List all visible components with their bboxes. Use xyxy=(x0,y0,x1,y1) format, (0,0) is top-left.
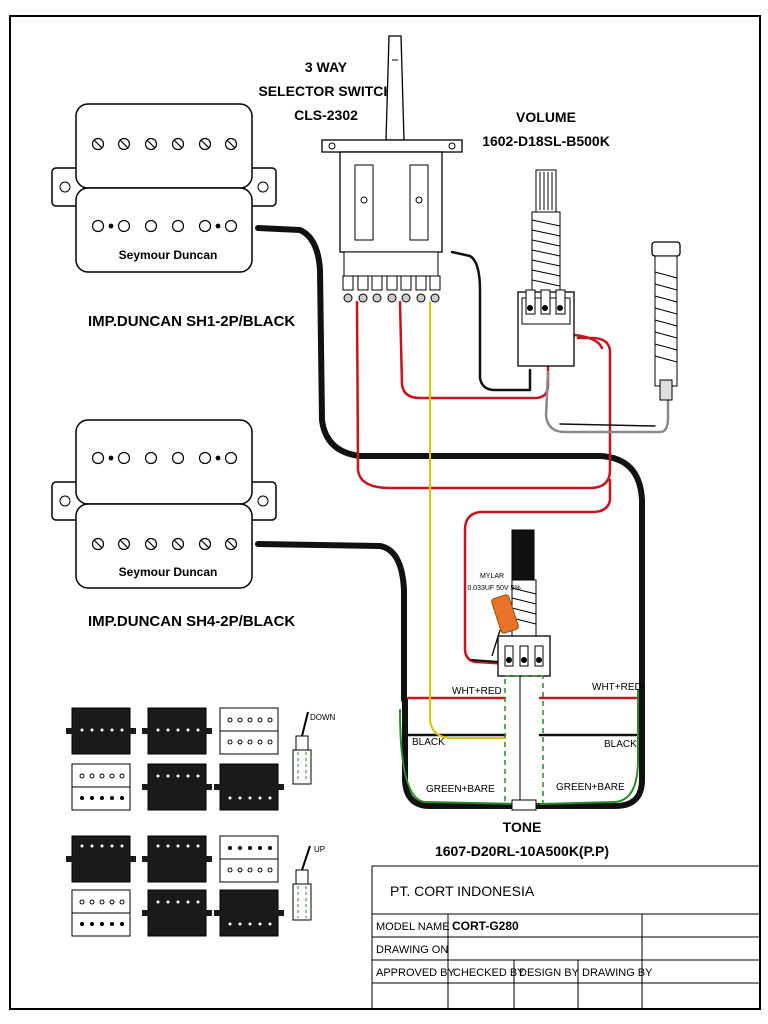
company-name: PT. CORT INDONESIA xyxy=(390,883,535,899)
volume-label-1: VOLUME xyxy=(516,109,576,125)
switch-label-2: SELECTOR SWITCH xyxy=(258,83,393,99)
wires xyxy=(255,225,670,809)
volume-bushing xyxy=(531,211,561,293)
approved-by-label: APPROVED BY xyxy=(376,967,456,979)
switch-red-wire xyxy=(355,300,612,490)
legend-hb-dark-7 xyxy=(66,835,136,883)
neck-pickup-model: IMP.DUNCAN SH1-2P/BLACK xyxy=(88,313,295,330)
switch-yellow-wire xyxy=(429,301,506,739)
bridge-pole-row-bottom xyxy=(91,537,238,551)
legend-hb-light-3 xyxy=(219,707,279,755)
green-bare-label-left: GREEN+BARE xyxy=(426,784,495,795)
jack-hot-wire xyxy=(559,423,656,427)
switch-label-1: 3 WAY xyxy=(305,59,348,75)
bridge-mount-screw-right xyxy=(257,495,269,507)
switch-black-wire xyxy=(450,250,532,392)
mylar-capacitor[interactable] xyxy=(491,594,519,657)
legend-hb-dark-5 xyxy=(142,763,212,811)
drawing-on-label: DRAWING ON xyxy=(376,944,448,956)
wht-red-label-right: WHT+RED xyxy=(592,682,642,693)
legend-up-label: UP xyxy=(314,845,325,854)
tone-ground-lug xyxy=(504,675,544,805)
tone-pot[interactable] xyxy=(497,529,551,811)
legend-hb-dark-2 xyxy=(142,707,212,755)
green-bare-wire-left xyxy=(399,709,521,805)
black-label-left: BLACK xyxy=(412,737,445,748)
wht-red-label-left: WHT+RED xyxy=(452,686,502,697)
legend-switch-up-icon xyxy=(292,845,312,921)
drawing-by-label: DRAWING BY xyxy=(582,967,653,979)
switch-terminals xyxy=(342,275,441,303)
neck-pickup-brand: Seymour Duncan xyxy=(119,248,218,262)
bridge-mount-screw-left xyxy=(59,495,71,507)
bridge-pickup-brand: Seymour Duncan xyxy=(119,565,218,579)
tone-knob-shaft xyxy=(511,529,535,581)
bridge-pickup[interactable]: Seymour Duncan xyxy=(51,419,277,589)
tone-black-lead xyxy=(471,659,501,663)
volume-red-wire xyxy=(573,333,604,350)
tone-red-wire xyxy=(463,478,612,666)
model-name-value: CORT-G280 xyxy=(452,919,519,933)
legend-down-label: DOWN xyxy=(310,713,336,722)
neck-pickup[interactable]: Seymour Duncan xyxy=(51,103,277,273)
design-by-label: DESIGN BY xyxy=(519,967,580,979)
legend-hb-light-9 xyxy=(219,835,279,883)
bridge-pickup-cable xyxy=(255,541,407,703)
green-bare-wire-right xyxy=(539,689,639,805)
legend-hb-dark-1 xyxy=(66,707,136,755)
jack-shield-wire xyxy=(544,370,670,434)
legend-hb-dark-11 xyxy=(142,889,212,937)
capacitor-label-1: MYLAR xyxy=(480,573,504,580)
neck-mount-screw-right xyxy=(257,181,269,193)
switch-lever xyxy=(385,35,405,141)
volume-knob-shaft xyxy=(535,169,557,213)
black-label-right: BLACK xyxy=(604,739,637,750)
neck-mount-screw-left xyxy=(59,181,71,193)
checked-by-label: CHECKED BY xyxy=(453,967,525,979)
bridge-coil-bottom xyxy=(75,503,253,589)
neck-coil-bottom xyxy=(75,187,253,273)
model-name-label: MODEL NAME xyxy=(376,921,450,933)
tone-label-1: TONE xyxy=(503,819,542,835)
tone-label-2: 1607-D20RL-10A500K(P.P) xyxy=(435,843,609,859)
neck-pole-row-top xyxy=(91,137,238,151)
neck-pole-row-bottom xyxy=(91,219,238,233)
output-jack[interactable] xyxy=(651,241,681,401)
legend-up-group: UP xyxy=(66,835,325,937)
green-bare-label-right: GREEN+BARE xyxy=(556,782,625,793)
neck-pickup-cable xyxy=(255,225,645,809)
legend-hb-dark-12 xyxy=(214,889,284,937)
volume-pot[interactable] xyxy=(517,169,575,367)
legend-hb-dark-6 xyxy=(214,763,284,811)
legend-hb-dark-8 xyxy=(142,835,212,883)
legend-hb-light-10 xyxy=(71,889,131,937)
capacitor-label-2: 0.033UF 50V 5% xyxy=(467,585,520,592)
legend-down-group: DOWN xyxy=(66,707,336,811)
bridge-pole-row-top xyxy=(91,451,238,465)
switch-label-3: CLS-2302 xyxy=(294,107,358,123)
bridge-pickup-model: IMP.DUNCAN SH4-2P/BLACK xyxy=(88,613,295,630)
selector-switch[interactable] xyxy=(321,35,463,303)
capacitor-body xyxy=(491,594,519,634)
title-block xyxy=(371,865,761,1010)
legend-switch-down-icon xyxy=(292,711,312,785)
legend-hb-light-4 xyxy=(71,763,131,811)
jack-cap xyxy=(651,241,681,257)
switch-plate xyxy=(321,139,463,153)
volume-label-2: 1602-D18SL-B500K xyxy=(482,133,610,149)
